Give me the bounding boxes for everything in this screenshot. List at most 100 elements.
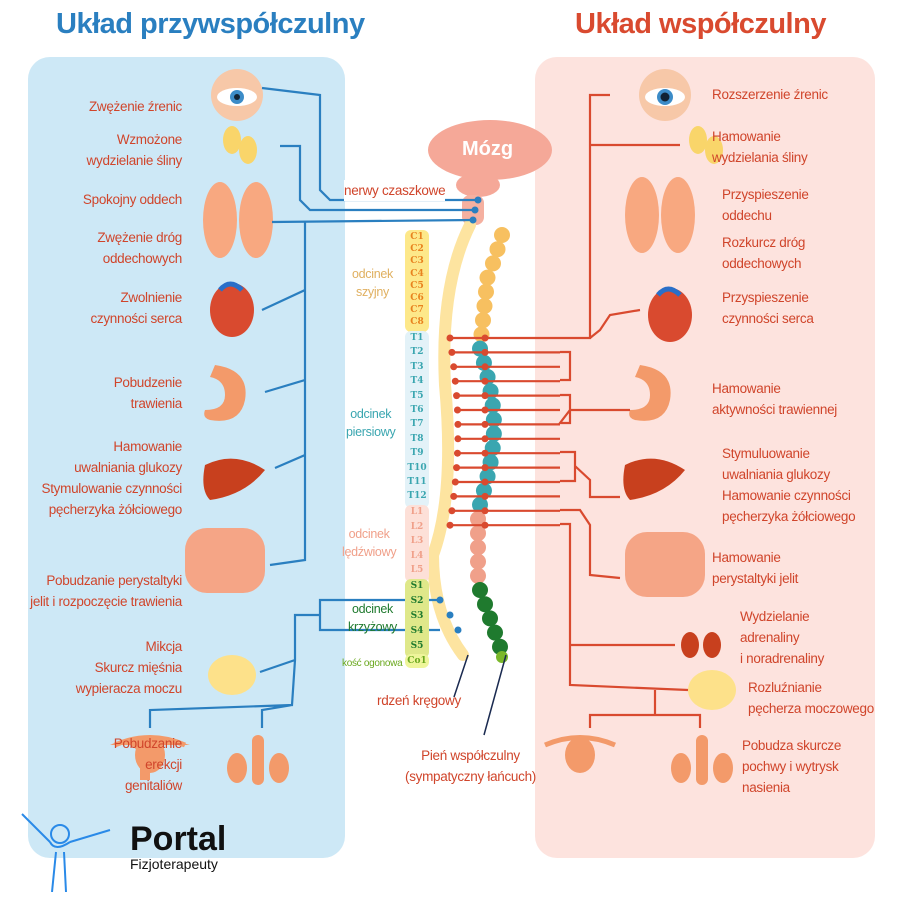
ganglion-bead <box>470 567 486 584</box>
intestines-icon <box>185 528 705 597</box>
vertebra-label: T1 <box>410 333 424 343</box>
spine-section-name: odcinek szyjny <box>352 267 393 299</box>
vertebra-label: T7 <box>410 419 424 430</box>
nerve-node <box>481 334 489 342</box>
sympathetic-trunk <box>470 227 510 663</box>
sympathetic-effect-label: Stymuluowanie uwalniania glukozy Hamowan… <box>722 446 856 524</box>
nerve-node <box>453 406 461 414</box>
vertebra-label: C7 <box>410 305 424 316</box>
nerve-node <box>481 507 489 515</box>
vertebra-label: L5 <box>410 565 424 575</box>
kidneys-icon <box>681 632 721 658</box>
nerve-node <box>481 377 489 385</box>
nerve-node <box>469 216 477 224</box>
nerve-path <box>261 222 307 567</box>
vertebra-label: T8 <box>410 433 424 444</box>
parasympathetic-effect-label: Hamowanie uwalniania glukozy Stymulowani… <box>41 439 183 517</box>
sympathetic-effect-label: Przyspieszenie czynności serca <box>722 290 814 326</box>
spine-section-name: odcinek lędźwiowy <box>342 527 397 559</box>
vertebra-label: S4 <box>410 626 424 636</box>
nerve-node <box>481 478 489 486</box>
nerve-node <box>453 392 461 400</box>
sympathetic-effect-label: Hamowanie perystaltyki jelit <box>712 550 799 586</box>
nerve-node <box>454 435 462 443</box>
bladder-icon <box>208 655 736 710</box>
nerve-node <box>454 626 462 634</box>
parasympathetic-panel <box>28 57 345 858</box>
spine-section-0 <box>405 230 429 332</box>
sympathetic-panel <box>535 57 875 858</box>
nerve-node <box>448 507 456 515</box>
vertebra-label: C5 <box>410 280 424 291</box>
vertebra-label: T2 <box>410 347 424 358</box>
ganglion-bead <box>475 312 491 329</box>
spinal-cord <box>426 219 476 661</box>
logo-subtitle: Fizjoterapeuty <box>130 856 218 872</box>
sympathetic-effect-label: Rozluźnianie pęcherza moczowego <box>748 680 874 716</box>
sympathetic-trunk-label: Pień współczulny (sympatyczny łańcuch) <box>405 748 536 784</box>
nerve-node <box>446 611 454 619</box>
nerve-node <box>446 521 454 529</box>
nerve-node <box>481 435 489 443</box>
nerve-path <box>148 598 440 728</box>
vertebra-label: L4 <box>410 550 424 561</box>
vertebra-label: L3 <box>410 536 424 546</box>
ganglion-bead <box>479 269 496 286</box>
nerve-node <box>451 377 459 385</box>
nerve-node <box>481 521 489 529</box>
sympathetic-effect-label: Przyspieszenie oddechu <box>722 187 809 223</box>
vertebra-label: T12 <box>407 491 427 502</box>
nerve-node <box>481 392 489 400</box>
nerve-node <box>450 363 458 371</box>
spinal-cord-label: rdzeń kręgowy <box>377 693 461 708</box>
vertebra-label: L2 <box>410 521 424 532</box>
nerve-node <box>446 334 454 342</box>
nerve-path <box>560 508 621 580</box>
cranial-nerves-label: nerwy czaszkowe <box>344 180 446 201</box>
parasympathetic-effect-label: Pobudzanie perystaltyki jelit i rozpoczę… <box>30 573 182 609</box>
vertebra-label: S3 <box>410 611 424 621</box>
vertebra-label: S5 <box>410 641 424 651</box>
ganglion-bead <box>476 298 493 314</box>
salivary-gland-icon <box>223 126 723 164</box>
parasympathetic-effect-label: Wzmożone wydzielanie śliny <box>86 132 183 168</box>
nerve-node <box>481 449 489 457</box>
nerve-node <box>481 348 489 356</box>
nerve-node <box>471 206 479 214</box>
nerve-node <box>481 420 489 428</box>
ganglion-bead <box>482 610 498 627</box>
heart-icon <box>210 281 692 342</box>
nerve-node <box>451 478 459 486</box>
lungs-icon <box>203 177 695 258</box>
vertebra-label: C8 <box>410 317 424 328</box>
nerve-node <box>448 348 456 356</box>
parasympathetic-effect-label: Mikcja Skurcz mięśnia wypieracza moczu <box>75 639 183 696</box>
vertebra-label: T5 <box>410 390 424 401</box>
nerve-path <box>560 522 702 728</box>
female-reproductive-icon <box>110 735 616 780</box>
vertebra-label: T9 <box>410 448 424 459</box>
sympathetic-effect-label: Wydzielanie adrenaliny i noradrenaliny <box>740 609 825 666</box>
nerve-node <box>481 363 489 371</box>
sympathetic-title: Układ współczulny <box>575 8 826 40</box>
ganglion-bead <box>489 241 506 258</box>
spine-section-1 <box>405 331 429 508</box>
parasympathetic-effect-label: Spokojny oddech <box>82 192 182 207</box>
sympathetic-effect-label: Rozkurcz dróg oddechowych <box>722 235 806 271</box>
logo-name: Portal <box>130 820 227 858</box>
organs <box>110 69 736 785</box>
sympathetic-effect-label: Hamowanie aktywności trawiennej <box>712 381 838 417</box>
nerve-node <box>481 464 489 472</box>
nerve-node <box>453 464 461 472</box>
nerve-path <box>560 450 620 499</box>
ganglion-bead <box>470 525 486 542</box>
vertebra-label: T6 <box>410 405 424 415</box>
spine-section-3 <box>405 579 429 658</box>
vertebra-label: S2 <box>410 596 424 606</box>
ganglion-bead <box>484 440 501 456</box>
vertebra-label: L1 <box>410 507 424 517</box>
spine-section-name: odcinek piersiowy <box>346 407 396 439</box>
eye-icon <box>211 69 263 121</box>
